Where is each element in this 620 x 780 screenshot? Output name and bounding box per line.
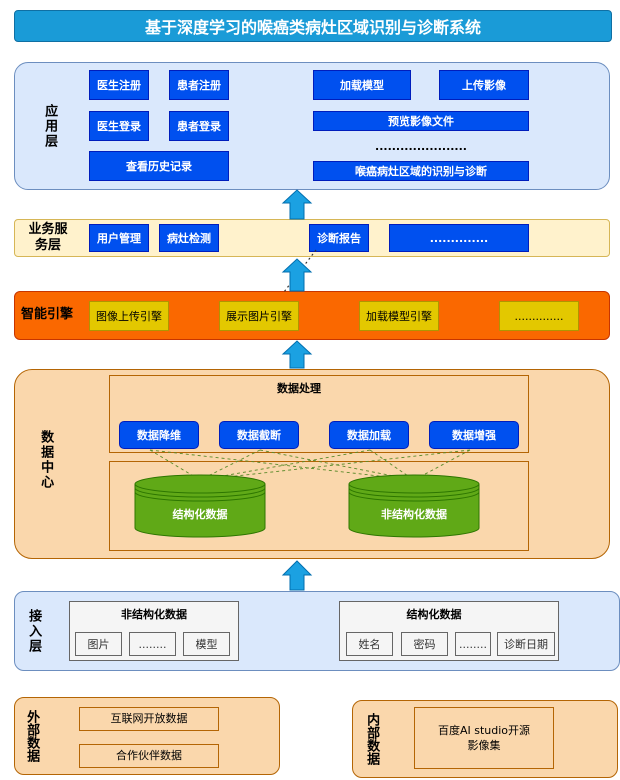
structured-store-label: 结构化数据 xyxy=(172,508,228,521)
external-item-partner: 合作伙伴数据 xyxy=(79,744,219,768)
unstructured-store-cylinder xyxy=(348,474,480,538)
engine-more[interactable]: .............. xyxy=(499,301,579,331)
data-center-label: 数据中心 xyxy=(38,430,54,490)
patient-register-button[interactable]: 患者注册 xyxy=(169,70,229,100)
arrow-up-to-datacenter xyxy=(281,560,313,591)
unstructured-access-title: 非结构化数据 xyxy=(121,608,187,621)
access-item-diagnosis-date: 诊断日期 xyxy=(497,632,555,656)
image-display-engine[interactable]: 展示图片引擎 xyxy=(219,301,299,331)
app-layer-label: 应用层 xyxy=(42,103,58,149)
lesion-diagnosis-button[interactable]: 喉癌病灶区域的识别与诊断 xyxy=(313,161,529,181)
doctor-login-button[interactable]: 医生登录 xyxy=(89,111,149,141)
unstructured-store-label: 非结构化数据 xyxy=(381,508,447,521)
data-processing-title: 数据处理 xyxy=(277,382,321,395)
arrow-up-to-service xyxy=(281,258,313,292)
data-augmentation-button[interactable]: 数据增强 xyxy=(429,421,519,449)
doctor-register-button[interactable]: 医生注册 xyxy=(89,70,149,100)
patient-login-button[interactable]: 患者登录 xyxy=(169,111,229,141)
access-item-name: 姓名 xyxy=(346,632,393,656)
structured-access-title: 结构化数据 xyxy=(406,608,462,621)
link-dimred-unstructured xyxy=(149,449,415,481)
service-layer-label: 业务服务层 xyxy=(28,221,68,253)
diagram-title: 基于深度学习的喉癌类病灶区域识别与诊断系统 xyxy=(14,10,612,42)
internal-item-baidu-dataset: 百度AI studio开源影像集 xyxy=(414,707,554,769)
app-layer-ellipsis: ...................... xyxy=(375,139,467,153)
lesion-detection-button[interactable]: 病灶检测 xyxy=(159,224,219,252)
dim-reduction-button[interactable]: 数据降维 xyxy=(119,421,199,449)
load-model-button[interactable]: 加载模型 xyxy=(313,70,411,100)
link-augment-unstructured xyxy=(413,449,471,481)
model-load-engine[interactable]: 加载模型引擎 xyxy=(359,301,439,331)
preview-image-button[interactable]: 预览影像文件 xyxy=(313,111,529,131)
access-layer-label: 接入层 xyxy=(26,608,42,654)
service-more-button[interactable]: .............. xyxy=(389,224,529,252)
access-item-password: 密码 xyxy=(401,632,448,656)
link-load-structured xyxy=(199,449,371,481)
access-item-model: 模型 xyxy=(183,632,230,656)
arrow-up-to-engine xyxy=(281,340,313,369)
diagnosis-report-button[interactable]: 诊断报告 xyxy=(309,224,369,252)
external-item-internet: 互联网开放数据 xyxy=(79,707,219,731)
user-management-button[interactable]: 用户管理 xyxy=(89,224,149,252)
upload-image-button[interactable]: 上传影像 xyxy=(439,70,529,100)
data-truncation-button[interactable]: 数据截断 xyxy=(219,421,299,449)
structured-store-cylinder xyxy=(134,474,266,538)
access-item-unstructured-more: ........ xyxy=(129,632,176,656)
arrow-up-to-app xyxy=(281,189,313,220)
view-history-button[interactable]: 查看历史记录 xyxy=(89,151,229,181)
engine-layer-label: 智能引擎 xyxy=(20,306,73,322)
access-item-structured-more: ........ xyxy=(455,632,491,656)
internal-data-label: 内部数据 xyxy=(364,713,380,765)
data-loading-button[interactable]: 数据加载 xyxy=(329,421,409,449)
image-upload-engine[interactable]: 图像上传引擎 xyxy=(89,301,169,331)
external-data-label: 外部数据 xyxy=(24,710,40,762)
access-item-image: 图片 xyxy=(75,632,122,656)
